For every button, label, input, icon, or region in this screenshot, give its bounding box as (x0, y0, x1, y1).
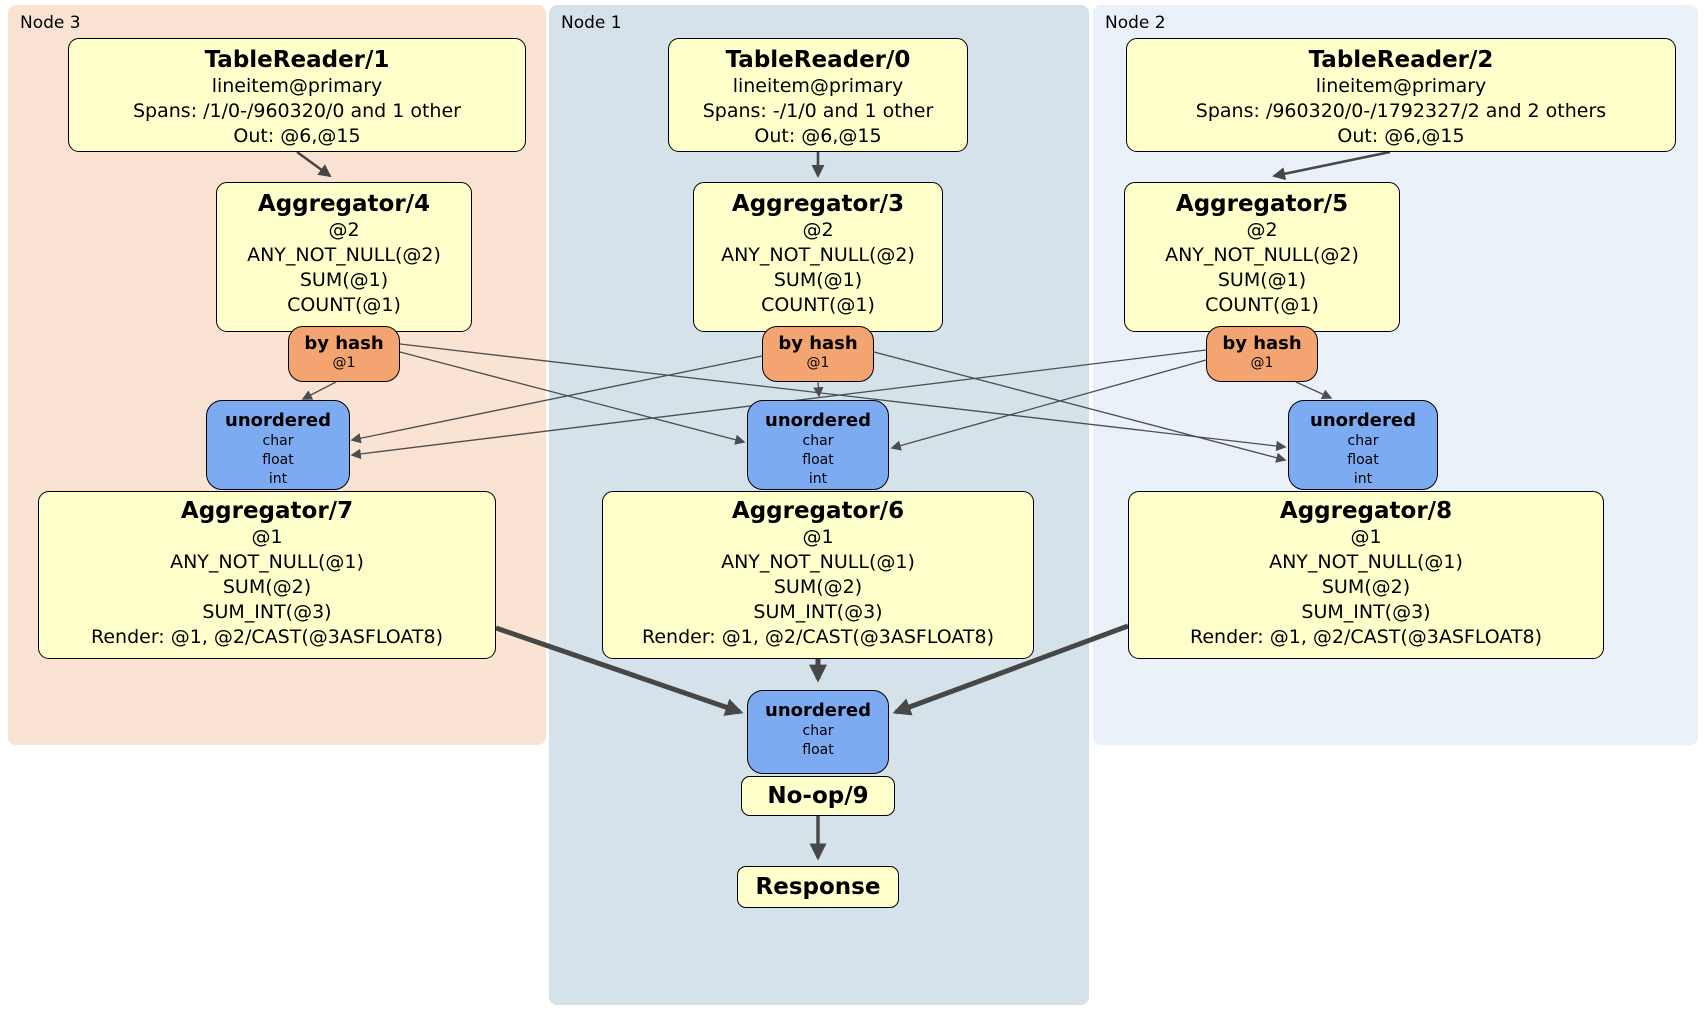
aggregator-6-group: @1 (802, 526, 834, 548)
table-reader-1-out: Out: @6,@15 (233, 125, 361, 147)
aggregator-8-group: @1 (1350, 526, 1382, 548)
unordered-sync-final-title: unordered (765, 700, 871, 721)
aggregator-5-fn3: COUNT(@1) (1205, 294, 1319, 316)
aggregator-5-title: Aggregator/5 (1175, 191, 1349, 217)
sync-node2-col-int: int (1353, 471, 1373, 487)
aggregator-4-fn3: COUNT(@1) (287, 294, 401, 316)
sync-node2-col-float: float (1347, 452, 1379, 468)
unordered-sync-final: unordered char float (747, 690, 889, 774)
sync-node1-col-char: char (802, 433, 834, 449)
table-reader-1-title: TableReader/1 (204, 47, 390, 73)
aggregator-7-render: Render: @1, @2/CAST(@3ASFLOAT8) (91, 626, 443, 648)
sync-node1-col-int: int (808, 471, 828, 487)
aggregator-8-title: Aggregator/8 (1279, 498, 1453, 524)
table-reader-2-spans: Spans: /960320/0-/1792327/2 and 2 others (1195, 100, 1607, 122)
aggregator-4-fn2: SUM(@1) (299, 269, 389, 291)
aggregator-8-render: Render: @1, @2/CAST(@3ASFLOAT8) (1190, 626, 1542, 648)
hash-router-node2-title: by hash (1222, 333, 1302, 354)
hash-router-node3: by hash @1 (288, 326, 400, 382)
aggregator-5-group: @2 (1246, 219, 1278, 241)
aggregator-3-fn2: SUM(@1) (773, 269, 863, 291)
aggregator-6-title: Aggregator/6 (731, 498, 905, 524)
table-reader-1-spans: Spans: /1/0-/960320/0 and 1 other (133, 100, 461, 122)
aggregator-4-box: Aggregator/4 @2 ANY_NOT_NULL(@2) SUM(@1)… (216, 182, 472, 332)
aggregator-8-fn1: ANY_NOT_NULL(@1) (1269, 551, 1463, 573)
table-reader-0-title: TableReader/0 (725, 47, 911, 73)
table-reader-1-index: lineitem@primary (211, 75, 383, 97)
hash-router-node1-key: @1 (806, 355, 830, 371)
aggregator-3-fn1: ANY_NOT_NULL(@2) (721, 244, 915, 266)
hash-router-node3-title: by hash (304, 333, 384, 354)
sync-node3-col-float: float (262, 452, 294, 468)
sync-node3-col-char: char (262, 433, 294, 449)
aggregator-8-fn3: SUM_INT(@3) (1301, 601, 1431, 623)
noop-box: No-op/9 (741, 776, 895, 816)
aggregator-7-title: Aggregator/7 (180, 498, 354, 524)
aggregator-3-group: @2 (802, 219, 834, 241)
table-reader-0-out: Out: @6,@15 (754, 125, 882, 147)
node-1-label: Node 1 (561, 13, 622, 33)
aggregator-8-box: Aggregator/8 @1 ANY_NOT_NULL(@1) SUM(@2)… (1128, 491, 1604, 659)
hash-router-node1-title: by hash (778, 333, 858, 354)
aggregator-3-fn3: COUNT(@1) (761, 294, 875, 316)
table-reader-2-index: lineitem@primary (1315, 75, 1487, 97)
sync-node3-col-int: int (268, 471, 288, 487)
unordered-sync-node2-title: unordered (1310, 410, 1416, 431)
noop-title: No-op/9 (767, 783, 869, 809)
unordered-sync-node3: unordered char float int (206, 400, 350, 490)
hash-router-node1: by hash @1 (762, 326, 874, 382)
aggregator-7-fn2: SUM(@2) (222, 576, 312, 598)
unordered-sync-node2: unordered char float int (1288, 400, 1438, 490)
aggregator-6-box: Aggregator/6 @1 ANY_NOT_NULL(@1) SUM(@2)… (602, 491, 1034, 659)
unordered-sync-node1: unordered char float int (747, 400, 889, 490)
aggregator-7-fn3: SUM_INT(@3) (202, 601, 332, 623)
table-reader-2-out: Out: @6,@15 (1337, 125, 1465, 147)
sync-node1-col-float: float (802, 452, 834, 468)
sync-final-col-float: float (802, 742, 834, 758)
response-box: Response (737, 866, 899, 908)
unordered-sync-node1-title: unordered (765, 410, 871, 431)
aggregator-6-fn3: SUM_INT(@3) (753, 601, 883, 623)
aggregator-3-box: Aggregator/3 @2 ANY_NOT_NULL(@2) SUM(@1)… (693, 182, 943, 332)
aggregator-7-fn1: ANY_NOT_NULL(@1) (170, 551, 364, 573)
node-2-label: Node 2 (1105, 13, 1166, 33)
aggregator-6-render: Render: @1, @2/CAST(@3ASFLOAT8) (642, 626, 994, 648)
sync-final-col-char: char (802, 723, 834, 739)
aggregator-4-title: Aggregator/4 (257, 191, 431, 217)
node-3-label: Node 3 (20, 13, 81, 33)
table-reader-2-title: TableReader/2 (1308, 47, 1494, 73)
table-reader-0-spans: Spans: -/1/0 and 1 other (702, 100, 934, 122)
sync-node2-col-char: char (1347, 433, 1379, 449)
table-reader-0-index: lineitem@primary (732, 75, 904, 97)
table-reader-2-box: TableReader/2 lineitem@primary Spans: /9… (1126, 38, 1676, 152)
hash-router-node2-key: @1 (1250, 355, 1274, 371)
aggregator-3-title: Aggregator/3 (731, 191, 905, 217)
aggregator-5-fn2: SUM(@1) (1217, 269, 1307, 291)
response-title: Response (755, 874, 881, 900)
aggregator-6-fn1: ANY_NOT_NULL(@1) (721, 551, 915, 573)
aggregator-6-fn2: SUM(@2) (773, 576, 863, 598)
aggregator-7-group: @1 (251, 526, 283, 548)
aggregator-8-fn2: SUM(@2) (1321, 576, 1411, 598)
unordered-sync-node3-title: unordered (225, 410, 331, 431)
aggregator-4-group: @2 (328, 219, 360, 241)
aggregator-4-fn1: ANY_NOT_NULL(@2) (247, 244, 441, 266)
aggregator-5-box: Aggregator/5 @2 ANY_NOT_NULL(@2) SUM(@1)… (1124, 182, 1400, 332)
table-reader-1-box: TableReader/1 lineitem@primary Spans: /1… (68, 38, 526, 152)
table-reader-0-box: TableReader/0 lineitem@primary Spans: -/… (668, 38, 968, 152)
hash-router-node2: by hash @1 (1206, 326, 1318, 382)
aggregator-7-box: Aggregator/7 @1 ANY_NOT_NULL(@1) SUM(@2)… (38, 491, 496, 659)
hash-router-node3-key: @1 (332, 355, 356, 371)
aggregator-5-fn1: ANY_NOT_NULL(@2) (1165, 244, 1359, 266)
